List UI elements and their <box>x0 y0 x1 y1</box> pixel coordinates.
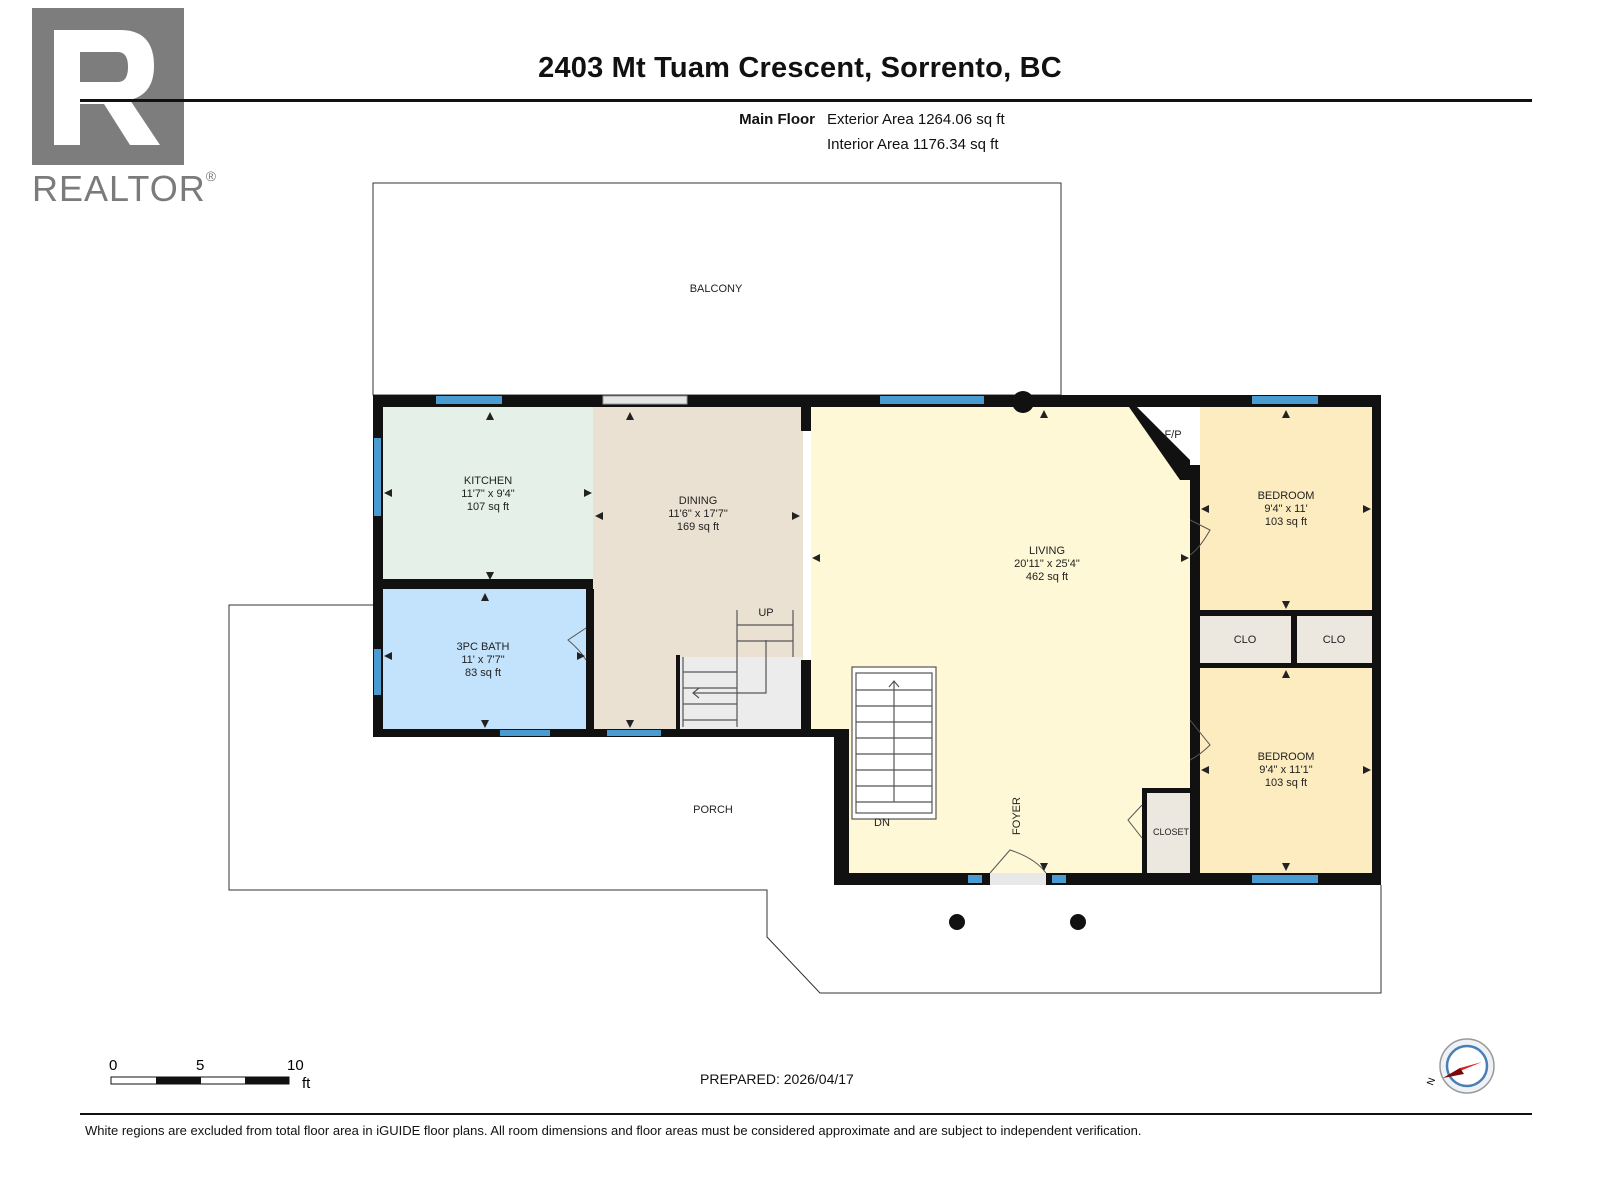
floor-name: Main Floor <box>739 111 815 128</box>
kitchen-area: 107 sq ft <box>467 501 509 513</box>
stairs-down <box>851 666 937 820</box>
clo1-fill <box>1200 616 1291 663</box>
stair-down-label: DN <box>874 817 890 829</box>
interior-area: Interior Area 1176.34 sq ft <box>827 136 999 153</box>
clo2-label: CLO <box>1323 634 1346 646</box>
bath-area: 83 sq ft <box>465 667 501 679</box>
closet-fill <box>1146 793 1196 873</box>
fireplace <box>1129 407 1190 480</box>
scale-tick-5: 5 <box>196 1057 204 1074</box>
bedroom2-fill <box>1200 667 1372 873</box>
kitchen-fill <box>382 407 593 579</box>
kitchen-dims: 11'7" x 9'4" <box>461 488 514 500</box>
living-dims: 20'11" x 25'4" <box>1014 558 1080 570</box>
footer-divider <box>80 1113 1532 1115</box>
bath-dims: 11' x 7'7" <box>461 654 504 666</box>
dining-dims: 11'6" x 17'7" <box>668 508 728 520</box>
porch-outline <box>228 604 1382 994</box>
foyer-label: FOYER <box>1011 797 1023 835</box>
header-divider <box>80 99 1532 102</box>
balcony-outline <box>372 182 1062 396</box>
porch-label: PORCH <box>693 804 733 816</box>
prepared-date: PREPARED: 2026/04/17 <box>700 1071 854 1087</box>
posts <box>949 391 1086 930</box>
fp-label: F/P <box>1164 429 1181 441</box>
scale-unit: ft <box>302 1075 311 1092</box>
realtor-wordmark: REALTOR® <box>32 168 218 209</box>
scale-tick-10: 10 <box>287 1057 304 1074</box>
clo2-fill <box>1297 616 1372 663</box>
stair-up-label: UP <box>758 607 773 619</box>
bedroom1-fill <box>1200 407 1372 612</box>
scale-bar: 0 5 10 ft <box>109 1057 311 1092</box>
living-label: LIVING <box>1029 545 1065 557</box>
bedroom2-label: BEDROOM <box>1258 751 1315 763</box>
living-area: 462 sq ft <box>1026 571 1068 583</box>
kitchen-label: KITCHEN <box>464 475 512 487</box>
realtor-logo <box>32 8 184 165</box>
stairs-up <box>682 610 794 727</box>
bedroom2-area: 103 sq ft <box>1265 777 1307 789</box>
dimension-arrows <box>384 410 1371 871</box>
bedroom1-dims: 9'4" x 11' <box>1264 503 1307 515</box>
dining-area: 169 sq ft <box>677 521 719 533</box>
bath-fill <box>382 589 586 729</box>
dining-label: DINING <box>679 495 718 507</box>
compass-letter: N <box>1425 1076 1438 1087</box>
windows <box>374 396 1318 883</box>
exterior-area: Exterior Area 1264.06 sq ft <box>827 111 1005 128</box>
bedroom1-area: 103 sq ft <box>1265 516 1307 528</box>
clo1-label: CLO <box>1234 634 1257 646</box>
compass-north-icon: N <box>1425 1038 1495 1094</box>
bedroom1-label: BEDROOM <box>1258 490 1315 502</box>
closet-label: CLOSET <box>1153 827 1190 837</box>
page-title: 2403 Mt Tuam Crescent, Sorrento, BC <box>538 52 1062 84</box>
balcony-label: BALCONY <box>690 283 743 295</box>
bedroom2-dims: 9'4" x 11'1" <box>1259 764 1312 776</box>
disclaimer: White regions are excluded from total fl… <box>85 1123 1142 1138</box>
bath-label: 3PC BATH <box>457 641 510 653</box>
doors <box>567 519 1211 874</box>
scale-tick-0: 0 <box>109 1057 117 1074</box>
